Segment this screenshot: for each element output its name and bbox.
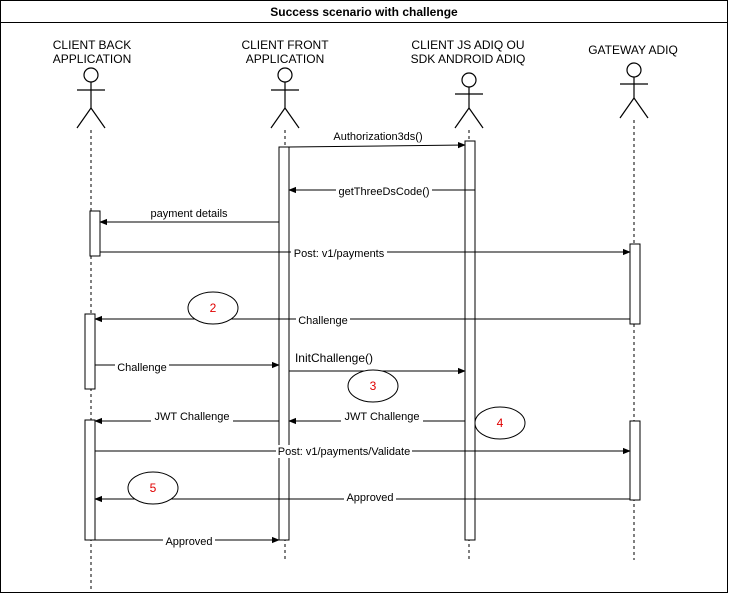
actor-label-line2: SDK ANDROID ADIQ (411, 52, 526, 66)
message-label: Post: v1/payments (294, 248, 385, 260)
step-number: 3 (370, 379, 377, 393)
message-label: JWT Challenge (155, 411, 230, 423)
message-label: InitChallenge() (295, 351, 373, 365)
activation-bar (84, 313, 96, 390)
step-marker (347, 369, 399, 403)
step-marker (187, 291, 239, 325)
actor-client-front: CLIENT FRONT APPLICATION (241, 38, 329, 66)
actor-label-line1: CLIENT FRONT (241, 38, 329, 52)
actor-gateway: GATEWAY ADIQ (588, 43, 678, 57)
message-label: payment details (150, 208, 228, 220)
message-arrow (288, 141, 466, 149)
activation-bar (89, 210, 101, 257)
message-label: getThreeDsCode() (338, 186, 429, 198)
activation-bar (629, 243, 641, 325)
step-marker (474, 406, 526, 440)
stick-figure-icon (76, 67, 106, 129)
actor-label-line1: GATEWAY ADIQ (588, 43, 678, 57)
actor-client-back: CLIENT BACK APPLICATION (53, 38, 131, 66)
step-number: 4 (497, 416, 504, 430)
message-label: Approved (346, 492, 393, 504)
activation-bar (84, 419, 96, 541)
message-label: Post: v1/payments/Validate (278, 446, 410, 458)
actor-client-js-sdk: CLIENT JS ADIQ OU SDK ANDROID ADIQ (411, 38, 526, 66)
stick-figure-icon (454, 72, 484, 129)
message-label: Challenge (298, 315, 348, 327)
actor-label-line1: CLIENT BACK (53, 38, 131, 52)
message-label: JWT Challenge (345, 411, 420, 423)
message-label: Approved (165, 536, 212, 548)
activation-bar (278, 146, 290, 541)
activation-bar (464, 140, 476, 541)
message-label: Challenge (117, 362, 167, 374)
stick-figure-icon (619, 62, 649, 119)
actor-label-line2: APPLICATION (53, 52, 131, 66)
step-number: 5 (150, 481, 157, 495)
actor-label-line2: APPLICATION (246, 52, 324, 66)
message-label: Authorization3ds() (333, 131, 422, 143)
step-marker (127, 471, 179, 505)
activation-bar (629, 420, 641, 501)
actor-label-line1: CLIENT JS ADIQ OU (411, 38, 524, 52)
stick-figure-icon (270, 67, 300, 129)
diagram-title: Success scenario with challenge (270, 5, 458, 19)
step-number: 2 (210, 301, 217, 315)
